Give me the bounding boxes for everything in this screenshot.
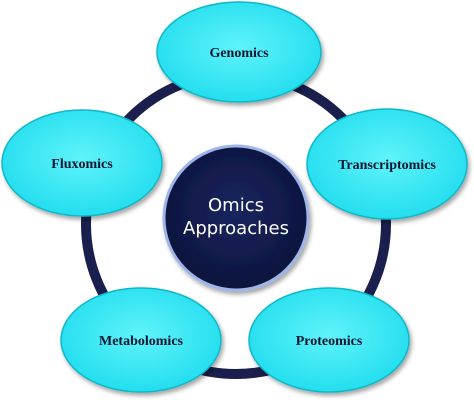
node-proteomics-label: Proteomics xyxy=(296,334,363,349)
node-genomics-label: Genomics xyxy=(209,46,269,61)
node-transcriptomics: Transcriptomics xyxy=(306,108,468,220)
center-node: Omics Approaches xyxy=(162,144,310,292)
node-fluxomics-label: Fluxomics xyxy=(51,157,113,172)
node-proteomics: Proteomics xyxy=(248,287,410,393)
node-metabolomics-label: Metabolomics xyxy=(99,334,184,349)
node-transcriptomics-label: Transcriptomics xyxy=(338,158,436,173)
node-genomics: Genomics xyxy=(156,1,322,103)
center-label-line2: Approaches xyxy=(183,218,289,239)
node-metabolomics: Metabolomics xyxy=(60,287,222,393)
center-label-line1: Omics xyxy=(208,195,264,216)
node-fluxomics: Fluxomics xyxy=(1,109,163,217)
